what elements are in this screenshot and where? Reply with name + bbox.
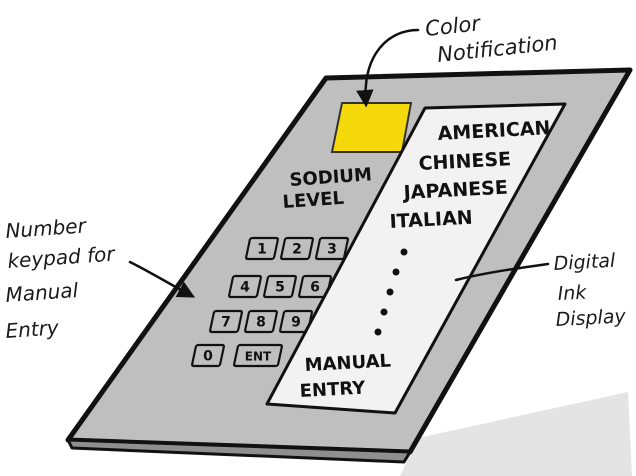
keypad-key-label: 7 [221,315,231,331]
keypad-key-outline [233,343,283,368]
keypad-key-outline [209,309,243,334]
keypad-key-label: 0 [203,349,213,365]
keypad-key-label: 4 [240,280,250,296]
annotation-manual: Manual [5,278,80,307]
manual-entry-line-1[interactable]: MANUAL [304,351,391,376]
keypad-key-8[interactable]: 8 [244,309,278,334]
keypad-key-label: 3 [327,242,337,258]
color-notification-indicator [330,102,413,153]
manual-entry-line-2[interactable]: ENTRY [299,378,367,402]
number-keypad: 1 2 3 4 5 6 7 8 9 0 ENT [191,236,349,368]
keypad-key-2[interactable]: 2 [280,236,314,261]
keypad-key-label: 6 [310,280,320,296]
keypad-key-outline [315,236,349,261]
device-edge [66,438,412,464]
keypad-key-outline [191,343,225,368]
device-shadow [400,392,632,476]
annotation-arrow-display [454,262,550,282]
annotation-entry: Entry [5,315,61,343]
keypad-key-outline [244,309,278,334]
keypad-key-label: 8 [256,315,266,331]
annotation-ink: Ink [557,281,588,305]
keypad-key-outline [263,274,297,299]
annotation-keypad-for: keypad for [7,241,117,273]
keypad-key-5[interactable]: 5 [263,274,297,299]
more-options-ellipsis [374,248,408,336]
annotation-arrow-keypad [128,260,196,298]
keypad-key-7[interactable]: 7 [209,309,243,334]
keypad-key-label: 9 [291,315,301,331]
keypad-key-4[interactable]: 4 [228,274,262,299]
keypad-key-outline [245,236,279,261]
cuisine-option-chinese[interactable]: CHINESE [418,148,511,175]
annotation-number: Number [5,213,89,243]
keypad-key-0[interactable]: 0 [191,343,225,368]
annotation-color: Color [424,11,482,41]
annotation-display: Display [555,305,627,331]
keypad-key-label: ENT [245,350,272,364]
keypad-key-3[interactable]: 3 [315,236,349,261]
digital-ink-display [265,102,567,415]
keypad-key-label: 1 [257,242,267,258]
annotation-digital: Digital [553,250,616,275]
annotation-arrow-color [356,28,420,108]
sodium-label-line-2: LEVEL [282,188,345,213]
keypad-key-label: 5 [275,280,285,296]
keypad-key-ent[interactable]: ENT [233,343,283,368]
keypad-key-1[interactable]: 1 [245,236,279,261]
keypad-key-outline [280,236,314,261]
keypad-key-outline [228,274,262,299]
cuisine-option-italian[interactable]: ITALIAN [389,207,473,233]
keypad-key-label: 2 [292,242,302,258]
